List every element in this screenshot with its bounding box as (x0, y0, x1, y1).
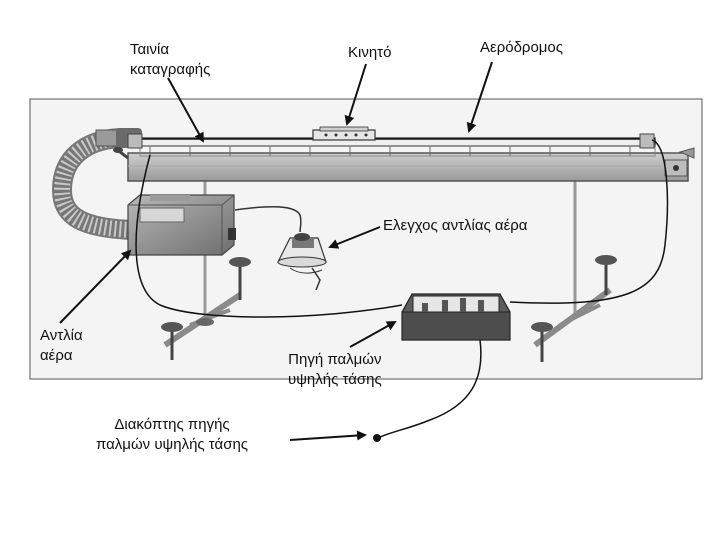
label-air-pump-control: Ελεγχος αντλίας αέρα (383, 217, 528, 234)
label-glider: Κινητό (348, 44, 392, 61)
wires (135, 139, 669, 439)
glider (312, 126, 376, 141)
air-track (113, 133, 695, 182)
label-hv-pulse-source: Πηγή παλμών υψηλής τάσης (288, 351, 382, 388)
hv-pulse-source-box (401, 293, 511, 341)
label-recording-tape: Ταινία καταγραφής (130, 41, 211, 78)
pointer-arrows (59, 61, 493, 441)
left-foot (161, 257, 251, 360)
right-foot (531, 255, 617, 362)
label-hv-pulse-switch: Διακόπτης πηγής παλμών υψηλής τάσης (96, 416, 249, 453)
label-air-track: Αερόδρομος (480, 39, 564, 56)
label-air-pump: Αντλία αέρα (40, 327, 83, 364)
air-pump (127, 194, 236, 256)
air-pump-control-unit (234, 205, 327, 291)
hv-pulse-switch (373, 434, 381, 442)
